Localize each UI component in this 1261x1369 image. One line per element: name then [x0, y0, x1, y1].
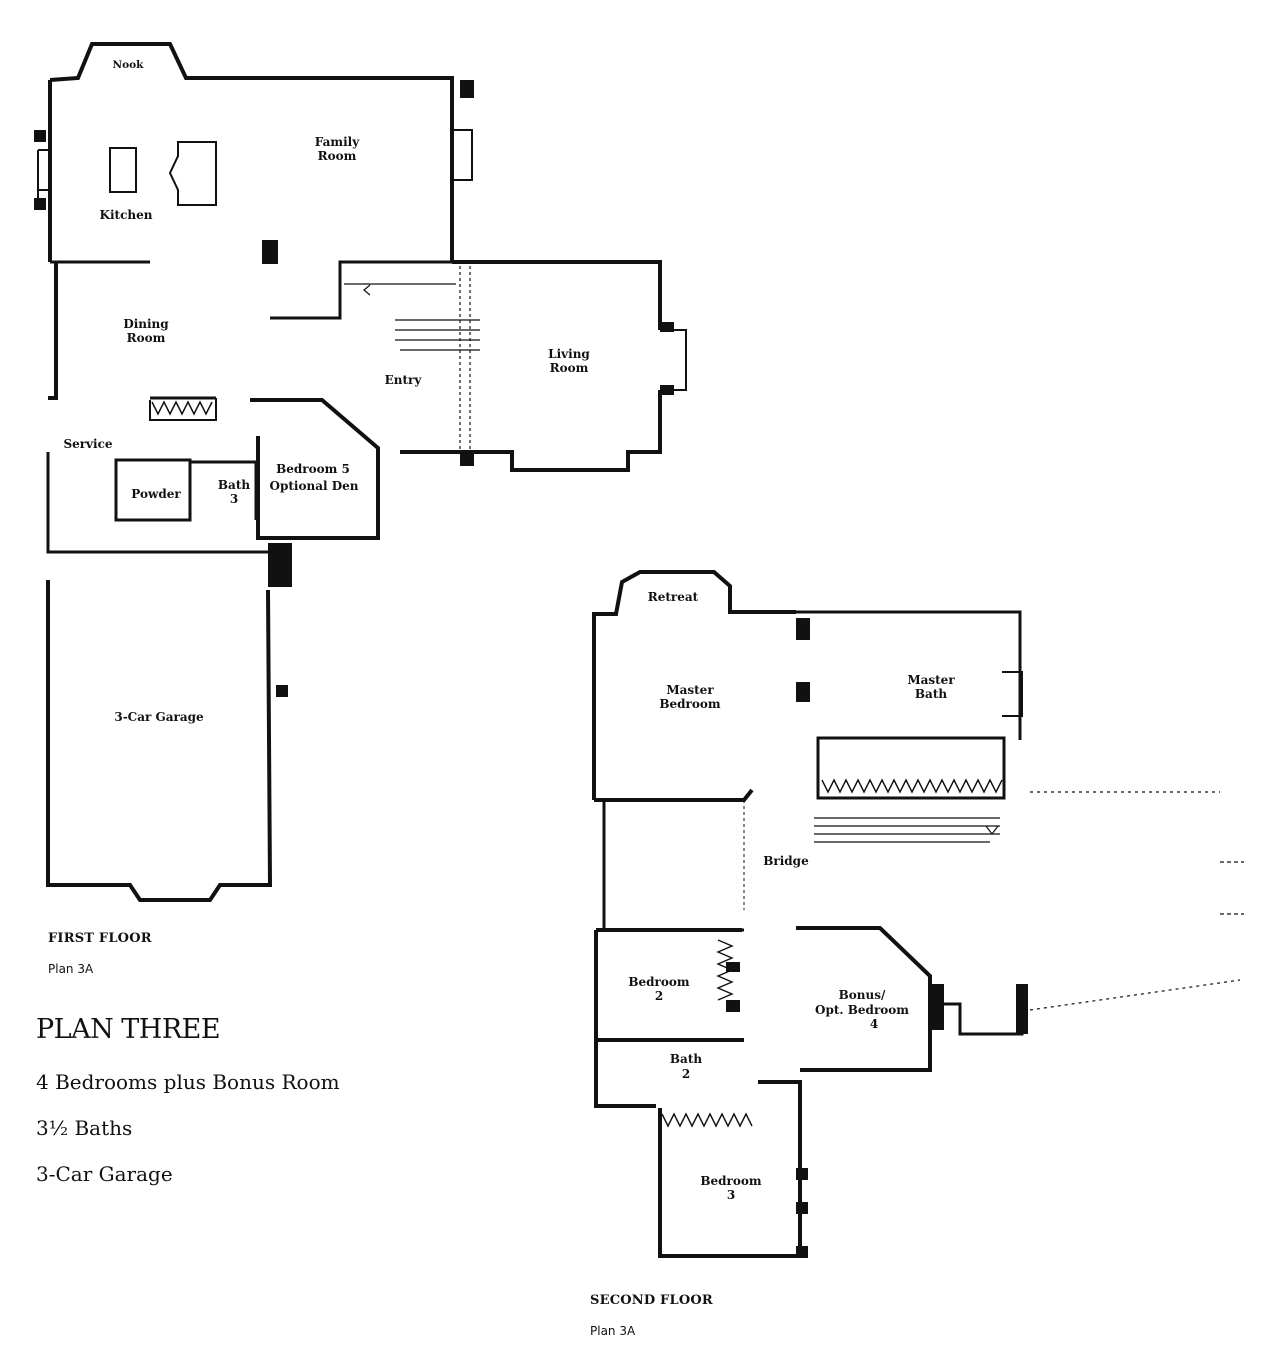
- label-bath2-2: 2: [682, 1067, 690, 1081]
- label-living-1: Living: [548, 347, 590, 361]
- label-master-bath-1: Master: [907, 673, 955, 687]
- feature-garage: 3-Car Garage: [36, 1162, 173, 1186]
- label-family-room-2: Room: [318, 149, 357, 163]
- label-retreat: Retreat: [648, 590, 699, 604]
- feature-bedrooms: 4 Bedrooms plus Bonus Room: [36, 1070, 340, 1094]
- label-bonus-3: 4: [870, 1017, 878, 1031]
- label-bedroom3-1: Bedroom: [700, 1174, 761, 1188]
- label-bonus-2: Opt. Bedroom: [815, 1003, 909, 1017]
- label-bath3-1: Bath: [218, 478, 250, 492]
- label-bridge: Bridge: [763, 854, 809, 868]
- first-floor-plan-id: Plan 3A: [48, 962, 94, 976]
- label-bedroom3-2: 3: [727, 1188, 735, 1202]
- label-bedroom5-2: Optional Den: [270, 479, 359, 493]
- label-dining-2: Room: [127, 331, 166, 345]
- label-bath2-1: Bath: [670, 1052, 702, 1066]
- label-master-bed-2: Bedroom: [659, 697, 720, 711]
- second-floor-walls: [592, 570, 1024, 1258]
- label-bedroom2-1: Bedroom: [628, 975, 689, 989]
- label-entry: Entry: [385, 373, 423, 387]
- room-labels: Nook Family Room Kitchen Dining Room Ent…: [63, 59, 955, 1202]
- label-garage: 3-Car Garage: [114, 710, 204, 724]
- closet-hatching: [661, 778, 1003, 1128]
- label-kitchen: Kitchen: [100, 208, 153, 222]
- first-floor-stairs: [344, 266, 480, 450]
- label-bonus-1: Bonus/: [839, 988, 886, 1002]
- label-bedroom5-1: Bedroom 5: [276, 462, 350, 476]
- label-bedroom2-2: 2: [655, 989, 663, 1003]
- second-floor-plan-id: Plan 3A: [590, 1324, 636, 1338]
- label-nook: Nook: [113, 59, 145, 71]
- label-service: Service: [63, 437, 112, 451]
- label-living-2: Room: [550, 361, 589, 375]
- label-master-bed-1: Master: [666, 683, 714, 697]
- first-floor-caption: FIRST FLOOR: [48, 931, 152, 946]
- second-floor-caption: SECOND FLOOR: [590, 1293, 713, 1308]
- label-master-bath-2: Bath: [915, 687, 947, 701]
- plan-title: PLAN THREE: [36, 1014, 221, 1045]
- feature-baths: 3½ Baths: [36, 1116, 133, 1140]
- label-bath3-2: 3: [230, 492, 238, 506]
- label-powder: Powder: [131, 487, 181, 501]
- label-dining-1: Dining: [123, 317, 169, 331]
- label-family-room-1: Family: [315, 135, 360, 149]
- first-floor-walls: [46, 42, 662, 902]
